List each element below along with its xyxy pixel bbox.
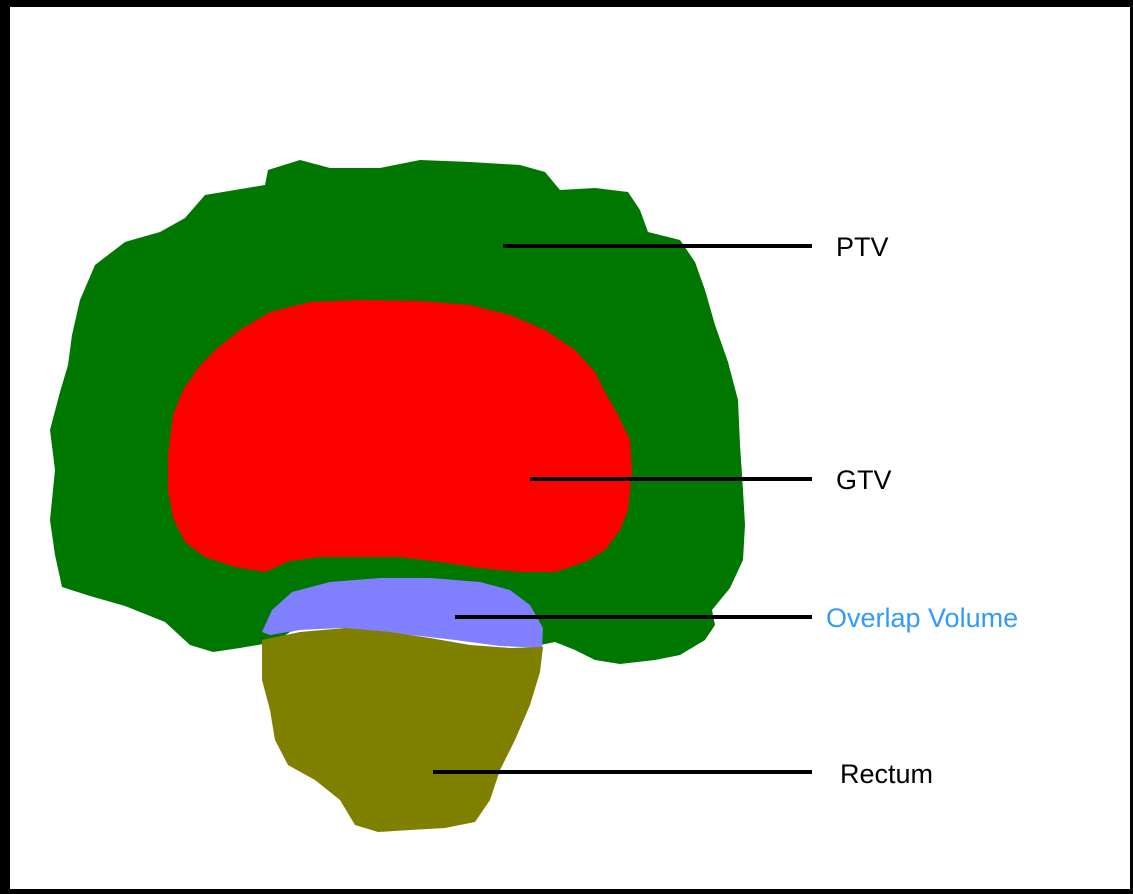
gtv-region bbox=[168, 300, 632, 572]
overlap-volume-region bbox=[262, 578, 543, 648]
rectum-label: Rectum bbox=[840, 759, 933, 789]
overlap-volume-label: Overlap Volume bbox=[826, 603, 1018, 633]
gtv-label: GTV bbox=[836, 465, 892, 495]
ptv-label: PTV bbox=[836, 232, 889, 262]
rectum-region bbox=[262, 628, 543, 832]
